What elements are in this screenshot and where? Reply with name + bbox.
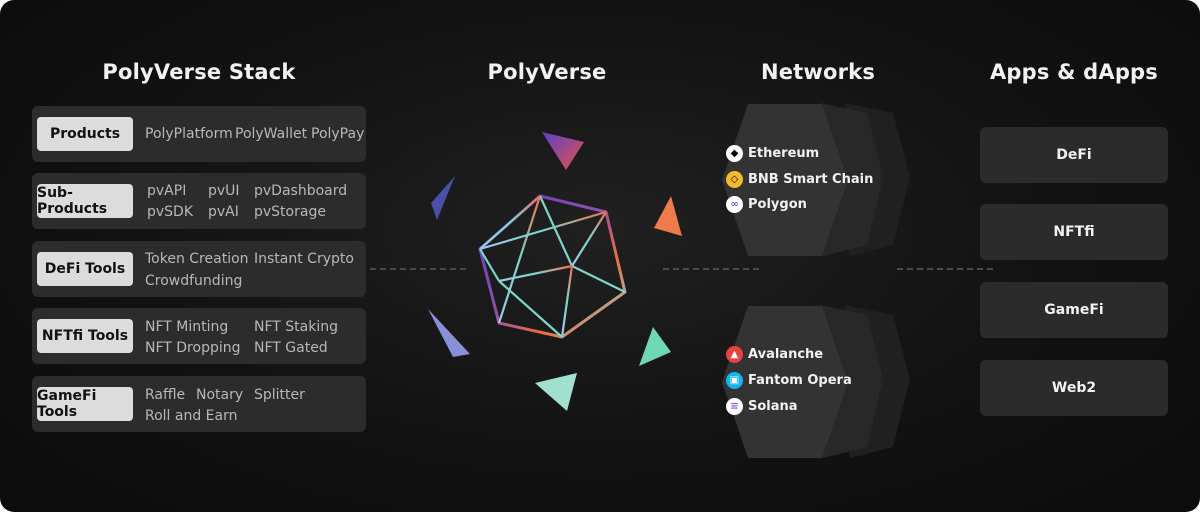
- stack-item: PolyWallet: [235, 126, 308, 142]
- network-label: Fantom Opera: [748, 373, 852, 388]
- stack-item: pvSDK: [147, 204, 194, 220]
- network-label: Ethereum: [748, 146, 820, 161]
- stack-item: pvUI: [208, 183, 240, 199]
- floating-triangle: [431, 176, 455, 220]
- app-web2: Web2: [980, 360, 1168, 416]
- nftfi-tools-tag: NFTfi Tools: [37, 319, 133, 353]
- floating-triangle: [542, 132, 584, 170]
- polyverse-logo: [478, 194, 627, 339]
- stack-item: PolyPay: [311, 126, 365, 142]
- floating-triangle: [654, 196, 682, 236]
- stack-item: PolyPlatform: [145, 126, 233, 142]
- avalanche-icon: ▲: [726, 346, 743, 363]
- stack-item: pvAPI: [147, 183, 187, 199]
- network-avalanche: ▲ Avalanche: [726, 346, 823, 363]
- network-label: Avalanche: [748, 347, 824, 362]
- stack-title: PolyVerse Stack: [102, 60, 296, 84]
- stack-row-sub-products: Sub-Products pvAPI pvUI pvDashboard pvSD…: [32, 173, 366, 229]
- connector-polyverse-to-networks: [663, 268, 759, 270]
- stack-item: Splitter: [254, 387, 305, 403]
- bnb-icon: ◇: [726, 171, 743, 188]
- stack-item: pvStorage: [254, 204, 326, 220]
- polyverse-title: PolyVerse: [487, 60, 607, 84]
- hexagon-stack-lower: [722, 305, 910, 458]
- connector-networks-to-apps: [897, 268, 993, 270]
- hexagon-stack-upper: [722, 103, 910, 256]
- stack-row-gamefi-tools: GameFi Tools Raffle Notary Splitter Roll…: [32, 376, 366, 432]
- apps-title: Apps & dApps: [989, 60, 1158, 84]
- network-polygon: ∞ Polygon: [726, 196, 807, 213]
- stack-item: Notary: [196, 387, 244, 403]
- networks-title: Networks: [760, 60, 876, 84]
- floating-triangle: [428, 309, 470, 357]
- app-defi: DeFi: [980, 127, 1168, 183]
- stack-item: Crowdfunding: [145, 273, 243, 289]
- stack-item: Roll and Earn: [145, 408, 238, 424]
- solana-icon: ≡: [726, 398, 743, 415]
- sub-products-tag: Sub-Products: [37, 184, 133, 218]
- defi-tools-tag: DeFi Tools: [37, 252, 133, 286]
- products-tag: Products: [37, 117, 133, 151]
- stack-item: Raffle: [145, 387, 186, 403]
- app-gamefi: GameFi: [980, 282, 1168, 338]
- floating-triangle: [639, 327, 671, 366]
- gamefi-tools-tag: GameFi Tools: [37, 387, 133, 421]
- network-label: Solana: [748, 399, 798, 414]
- network-bnb: ◇ BNB Smart Chain: [726, 171, 873, 188]
- stack-item: Token Creation: [145, 251, 249, 267]
- polygon-icon: ∞: [726, 196, 743, 213]
- connector-stack-to-polyverse: [370, 268, 466, 270]
- network-solana: ≡ Solana: [726, 398, 798, 415]
- stack-item: Instant Crypto: [254, 251, 354, 267]
- floating-triangle: [535, 373, 577, 411]
- stack-item: NFT Minting: [145, 319, 229, 335]
- stack-item: pvAI: [208, 204, 239, 220]
- network-label: BNB Smart Chain: [748, 172, 874, 187]
- network-label: Polygon: [748, 197, 807, 212]
- stack-item: NFT Gated: [254, 340, 328, 356]
- stack-item: pvDashboard: [254, 183, 348, 199]
- stack-row-defi-tools: DeFi Tools Token Creation Instant Crypto…: [32, 241, 366, 297]
- network-ethereum: ◆ Ethereum: [726, 145, 819, 162]
- fantom-icon: ▣: [726, 372, 743, 389]
- stack-item: NFT Staking: [254, 319, 338, 335]
- app-nftfi: NFTfi: [980, 204, 1168, 260]
- ethereum-icon: ◆: [726, 145, 743, 162]
- network-fantom: ▣ Fantom Opera: [726, 372, 852, 389]
- stack-row-products: Products PolyPlatform PolyWallet PolyPay: [32, 106, 366, 162]
- stack-row-nftfi-tools: NFTfi Tools NFT Minting NFT Staking NFT …: [32, 308, 366, 364]
- stack-item: NFT Dropping: [145, 340, 241, 356]
